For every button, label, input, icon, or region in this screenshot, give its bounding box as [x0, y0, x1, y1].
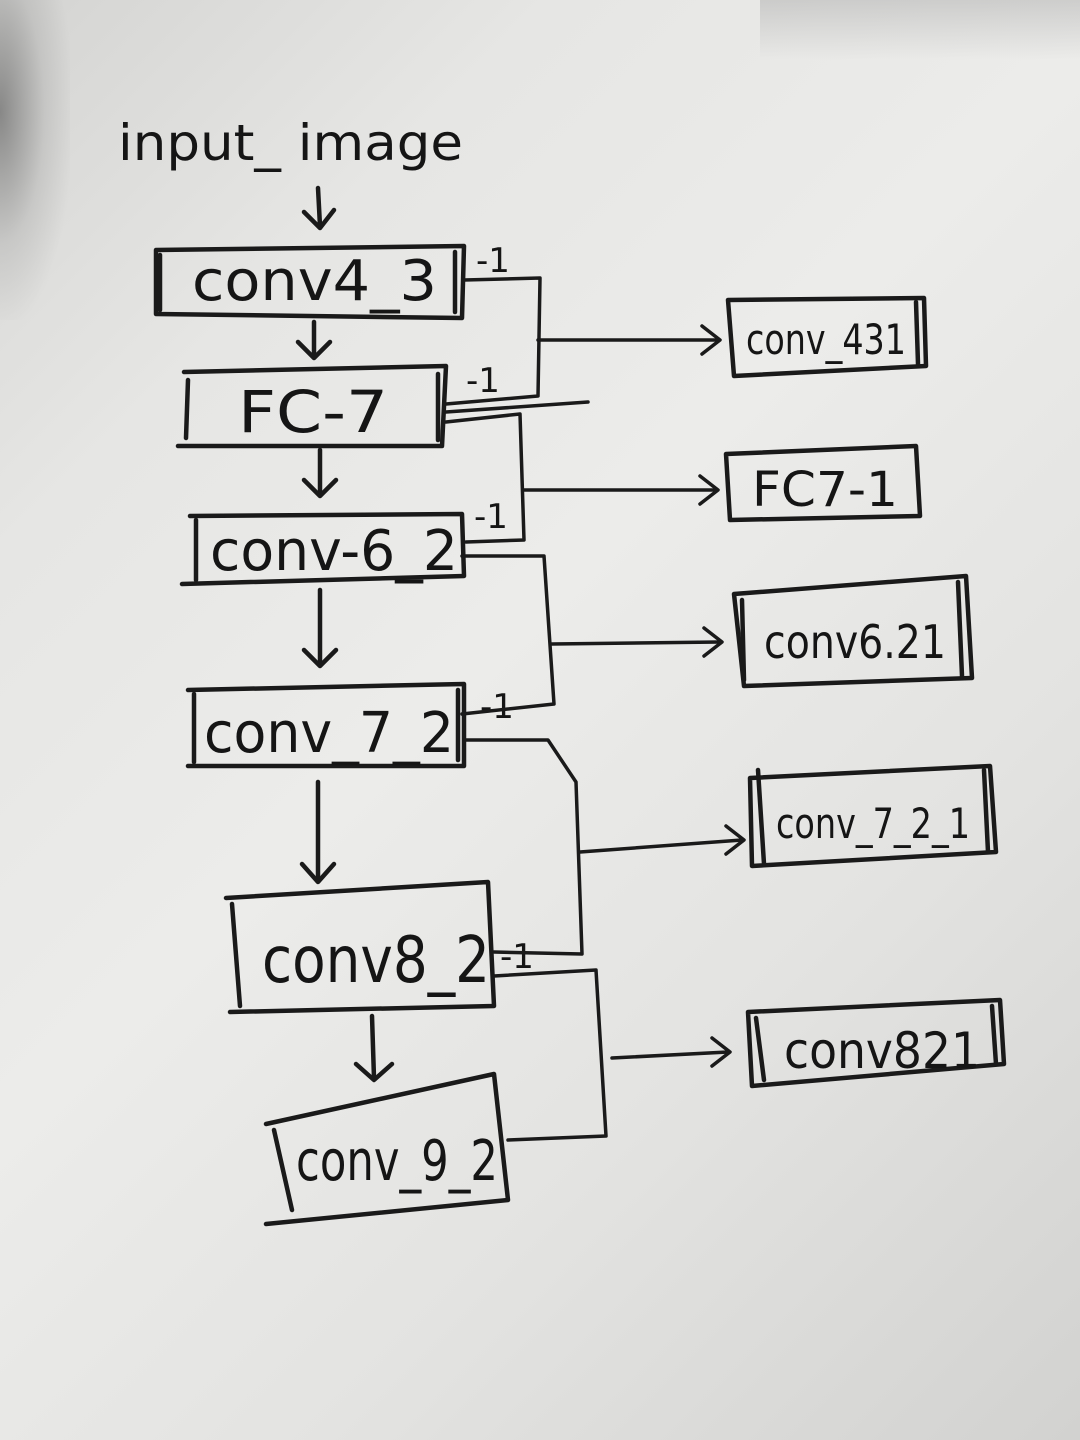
connector-conv6-2-conv7-2-to-conv6-21	[460, 554, 724, 716]
arrow-conv7-2-to-conv8-2	[299, 779, 337, 885]
input-image-label: input_ image	[118, 114, 463, 172]
node-fc7-1-label: FC7-1	[752, 462, 898, 518]
node-conv-6-2: conv-6_2	[179, 511, 467, 587]
node-fc7-1: FC7-1	[723, 443, 923, 523]
node-conv431-label: conv_431	[746, 315, 906, 364]
node-conv-7-2: conv_7_2	[185, 681, 467, 769]
node-conv821: conv821	[745, 997, 1007, 1089]
edge-label-conv-7-2: -1	[480, 687, 514, 727]
left-edge-shadow	[0, 0, 70, 320]
arrow-fc7-to-conv6-2	[301, 447, 339, 499]
node-fc-7-label: FC-7	[238, 378, 388, 446]
edge-label-fc-7: -1	[466, 361, 500, 401]
node-conv6-21: conv6.21	[731, 573, 975, 689]
connector-conv4-3-fc7-to-conv431	[444, 276, 722, 406]
node-conv8-2: conv8_2	[223, 879, 497, 1015]
connector-conv8-2-conv9-2-to-conv821	[492, 968, 732, 1142]
node-conv-6-2-label: conv-6_2	[210, 519, 458, 584]
node-conv9-2: conv_9_2	[263, 1071, 511, 1227]
node-conv7-2-1-label: conv_7_2_1	[776, 799, 970, 848]
node-conv8-2-label: conv8_2	[262, 924, 490, 998]
edge-label-conv4-3: -1	[476, 241, 510, 281]
node-conv431: conv_431	[725, 295, 929, 379]
node-conv9-2-label: conv_9_2	[296, 1129, 498, 1194]
arrow-conv8-2-to-conv9-2	[353, 1013, 395, 1083]
node-conv6-21-label: conv6.21	[764, 615, 946, 669]
top-right-shadow	[760, 0, 1080, 60]
node-conv-7-2-label: conv_7_2	[204, 701, 454, 766]
input-arrow	[301, 185, 337, 231]
node-conv821-label: conv821	[784, 1022, 980, 1080]
connector-conv7-2-conv8-2-to-conv7-2-1	[462, 738, 746, 956]
arrow-conv6-2-to-conv7-2	[301, 587, 339, 669]
edge-label-conv-6-2: -1	[474, 497, 508, 537]
connector-fc7-conv6-2-to-fc7-1	[444, 400, 720, 544]
node-conv7-2-1: conv_7_2_1	[747, 763, 999, 869]
node-fc-7: FC-7	[175, 363, 449, 449]
edge-label-conv8-2: -1	[500, 937, 534, 977]
node-conv4-3-label: conv4_3	[192, 249, 437, 314]
arrow-conv4-3-to-fc7	[295, 319, 333, 361]
node-conv4-3: conv4_3	[153, 243, 467, 321]
